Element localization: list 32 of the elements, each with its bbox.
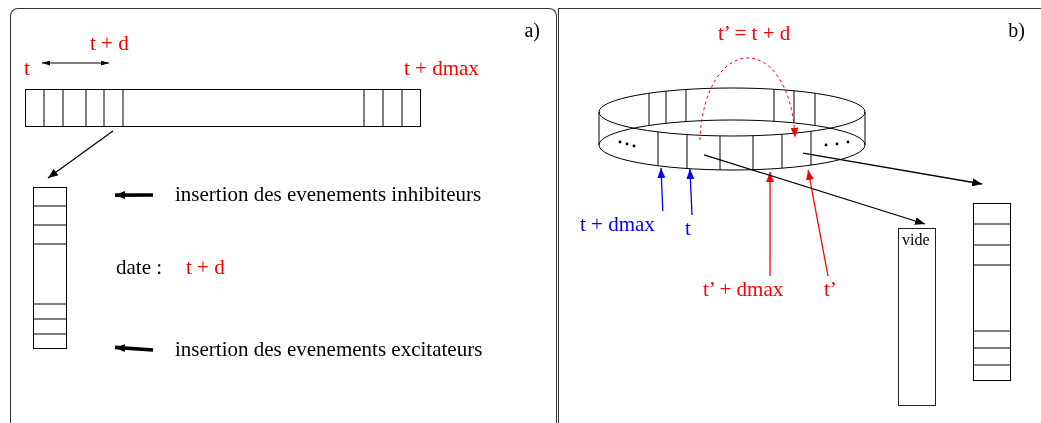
event-list-column xyxy=(898,228,936,406)
arrow xyxy=(47,130,114,179)
time-label: t + d xyxy=(186,254,225,280)
annotation-text: t + dmax xyxy=(580,211,672,237)
panel-heading: a) xyxy=(524,19,540,42)
timeline-bar xyxy=(25,89,421,127)
dashed-arrow xyxy=(699,57,798,141)
annotation-text: t’ + dmax xyxy=(703,276,803,302)
arrow xyxy=(703,154,926,225)
arrow xyxy=(657,167,666,212)
annotation-text: insertion des evenements inhibiteurs xyxy=(175,181,550,207)
time-label: t + d xyxy=(90,30,129,56)
panel-heading: b) xyxy=(1008,19,1025,42)
annotation-text: t’ xyxy=(824,276,844,302)
event-list-column xyxy=(973,203,1011,381)
time-label: t xyxy=(24,55,30,81)
time-label: date : xyxy=(116,254,163,280)
annotation-text: insertion des evenements excitateurs xyxy=(175,336,550,362)
panel xyxy=(558,8,1041,423)
column-text: vide xyxy=(902,231,930,249)
time-label: t + dmax xyxy=(404,55,479,81)
arrow xyxy=(686,168,695,216)
arrow xyxy=(802,152,983,187)
arrow xyxy=(114,344,154,353)
arrow xyxy=(766,171,775,277)
annotation-text: t xyxy=(685,215,699,241)
panel xyxy=(10,8,557,423)
circular-buffer-ring xyxy=(598,86,866,172)
arrow xyxy=(806,169,829,277)
event-list-column xyxy=(33,187,67,349)
arrow xyxy=(115,191,153,200)
time-label: t’ = t + d xyxy=(718,20,791,46)
